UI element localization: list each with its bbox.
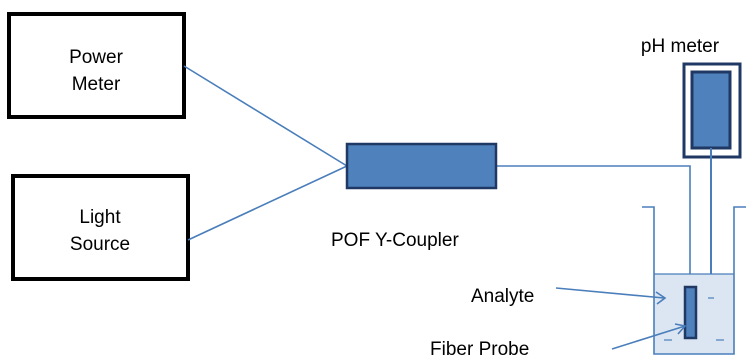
- analyte-arrowhead: [655, 291, 667, 305]
- light-source-label-line1: Light: [79, 207, 121, 228]
- analyte-label: Analyte: [471, 286, 534, 307]
- fiber-coupler-to-probe: [496, 165, 691, 287]
- pof-y-coupler: [345, 142, 498, 190]
- fiber-light-source-to-coupler: [187, 165, 348, 241]
- ph-meter-label: pH meter: [641, 36, 720, 57]
- beaker-outline: [642, 206, 746, 355]
- fiber-probe-arrowhead: [674, 323, 687, 335]
- fiber-probe-label: Fiber Probe: [430, 339, 529, 360]
- light-source-block: Light Source: [11, 174, 190, 281]
- power-meter-label-line1: Power: [69, 47, 124, 68]
- fiber-power-meter-to-coupler: [183, 65, 348, 167]
- light-source-label-line2: Source: [70, 234, 130, 255]
- power-meter-box: [7, 12, 186, 119]
- power-meter-block: Power Meter: [7, 12, 186, 119]
- pof-y-coupler-label: POF Y-Coupler: [331, 230, 459, 251]
- fiber-probe-arrow: [611, 325, 686, 350]
- ph-meter-inner-display: [690, 70, 732, 150]
- light-source-box: [11, 174, 190, 281]
- fiber-probe: [683, 285, 698, 340]
- power-meter-label-line2: Meter: [72, 74, 121, 95]
- analyte-arrow: [555, 287, 665, 299]
- ph-meter-block: pH meter: [641, 36, 742, 328]
